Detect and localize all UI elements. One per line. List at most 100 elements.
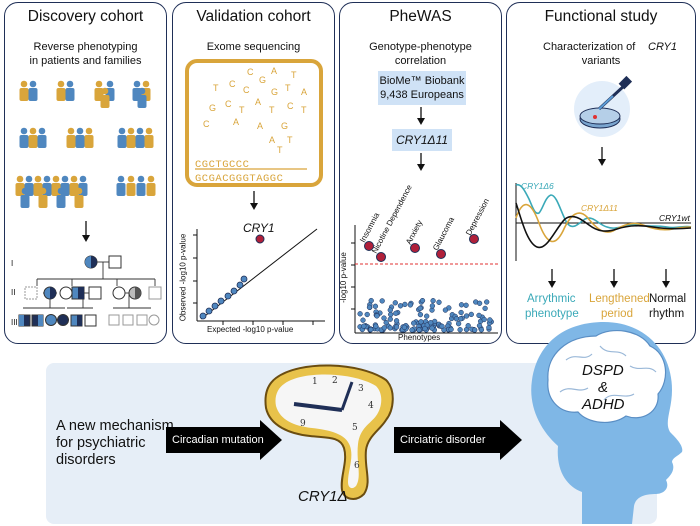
phenotype-dot: [373, 323, 379, 329]
svg-text:T: T: [291, 70, 297, 80]
phenotype-dot: [416, 327, 422, 333]
discovery-subtitle-1: Reverse phenotyping: [33, 41, 138, 53]
generation-I: I: [11, 259, 14, 268]
svg-text:A: A: [301, 87, 307, 97]
outcome-2-b: period: [601, 308, 633, 320]
phenotype-dot: [364, 311, 370, 318]
phewas-subtitle-1: Genotype-phenotype: [369, 41, 472, 53]
svg-text:G: G: [271, 87, 278, 97]
phenotype-dot: [487, 317, 493, 323]
phenotype-dot: [383, 319, 389, 326]
phenotype-dot: [463, 313, 470, 319]
sequence-line-2: GCGACGGGTAGGC: [195, 173, 284, 185]
phenotype-dot: [457, 327, 463, 333]
svg-text:5: 5: [352, 423, 358, 433]
phenotype-dot: [392, 300, 398, 306]
phenotype-dot: [409, 327, 415, 333]
svg-text:C: C: [225, 99, 232, 109]
phenotype-dot: [407, 302, 414, 308]
validation-title: Validation cohort: [196, 8, 311, 25]
svg-text:1: 1: [312, 377, 318, 387]
phenotype-dot: [417, 305, 423, 311]
brain-text-1: DSPD: [582, 362, 624, 379]
outcome-3-a: Normal: [649, 293, 687, 305]
phenotype-dot: [430, 298, 436, 304]
phenotype-dot: [379, 298, 385, 304]
phenotype-dot: [411, 320, 417, 326]
discovery-subtitle-2: in patients and families: [29, 55, 142, 67]
functional-subtitle-gene: CRY1: [648, 41, 677, 53]
phenotype-dot: [424, 313, 430, 319]
functional-panel: Functional study Characterization of CRY…: [506, 2, 696, 344]
phenotype-dot: [393, 310, 399, 316]
phenotype-dot: [387, 316, 393, 322]
phenotype-dot: [458, 309, 464, 316]
svg-text:6: 6: [354, 461, 360, 471]
svg-text:T: T: [269, 105, 275, 115]
phenotype-dot: [419, 297, 426, 304]
generation-II: II: [11, 288, 16, 297]
summary-text-3: disorders: [56, 452, 116, 468]
phenotype-dot: [429, 325, 435, 331]
phenotype-dot: [482, 305, 488, 312]
outcome-3-b: rhythm: [649, 308, 685, 320]
svg-text:T: T: [301, 105, 307, 115]
svg-text:T: T: [239, 105, 245, 115]
phenotype-dot: [439, 323, 445, 329]
svg-text:T: T: [287, 135, 293, 145]
validation-subtitle: Exome sequencing: [206, 41, 301, 53]
svg-text:3: 3: [358, 384, 364, 394]
biobank-count: 9,438 Europeans: [380, 89, 464, 101]
summary-text-2: for psychiatric: [56, 435, 146, 451]
summary-text-1: A new mechanism: [56, 418, 174, 434]
trace-label-d11: CRY1Δ11: [581, 203, 618, 213]
phenotype-dot: [468, 311, 474, 318]
svg-text:9: 9: [300, 419, 306, 429]
qq-plot: [193, 228, 325, 325]
biobank-name: BioMe™ Biobank: [379, 75, 465, 87]
phenotype-dot: [368, 297, 374, 304]
svg-text:C: C: [247, 67, 254, 77]
phenotype-dot: [361, 323, 367, 329]
phenotype-dot: [368, 326, 374, 333]
phenotype-dot: [397, 303, 404, 309]
phenotype-dot: [366, 304, 373, 310]
functional-title: Functional study: [544, 8, 658, 25]
phenotype-dot: [476, 312, 482, 319]
phenotype-dot: [455, 321, 462, 327]
phenotype-dot: [374, 313, 380, 319]
svg-text:A: A: [233, 117, 239, 127]
svg-text:G: G: [281, 121, 288, 131]
outcome-1-a: Arrythmic: [527, 293, 576, 305]
phenotype-dot: [381, 325, 387, 331]
phenotype-dot: [401, 324, 408, 330]
svg-text:C: C: [229, 79, 236, 89]
phenotype-dot: [481, 316, 487, 323]
pedigree-chart: [18, 255, 162, 327]
phenotype-dot: [357, 311, 363, 317]
phewas-subtitle-2: correlation: [394, 55, 447, 67]
outcome-2-a: Lengthened: [589, 293, 650, 305]
phenotype-dot: [360, 317, 366, 323]
outcome-1-b: phenotype: [525, 308, 579, 320]
svg-text:C: C: [243, 85, 250, 95]
phenotype-dot: [448, 326, 454, 333]
phenotype-dot: [478, 327, 485, 333]
phenotype-dot: [393, 318, 400, 324]
functional-subtitle-2: variants: [581, 55, 621, 67]
phenotype-dot: [453, 316, 460, 322]
svg-text:G: G: [209, 103, 216, 113]
petri-dish-icon: [515, 75, 692, 288]
phewas-title: PheWAS: [389, 8, 452, 25]
svg-text:C: C: [287, 101, 294, 111]
manhattan-plot: [351, 225, 498, 334]
phenotype-dot: [458, 302, 465, 308]
trace-label-wt: CRY1wt: [659, 213, 690, 223]
phenotype-dot: [422, 325, 428, 332]
phenotype-dot: [476, 300, 483, 306]
phenotype-dot: [381, 315, 387, 321]
discovery-title: Discovery cohort: [27, 8, 144, 25]
phenotype-dot: [393, 324, 400, 330]
